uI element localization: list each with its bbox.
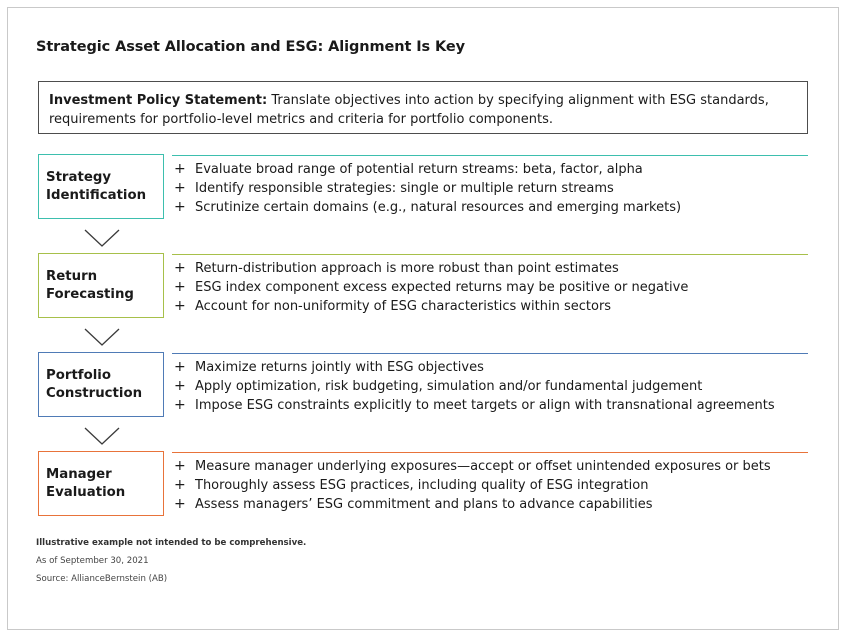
chevron-down-icon: [84, 229, 120, 247]
step-divider-line: [172, 155, 808, 156]
bullet-text: Account for non-uniformity of ESG charac…: [195, 299, 612, 314]
policy-statement-box: Investment Policy Statement: Translate o…: [38, 81, 808, 134]
policy-statement-text: Translate objectives into action by spec…: [49, 93, 769, 127]
bullet-text: Return-distribution approach is more rob…: [195, 261, 619, 276]
plus-icon: +: [174, 279, 186, 295]
bullet-text: Evaluate broad range of potential return…: [195, 162, 643, 177]
bullet-item: + Apply optimization, risk budgeting, sim…: [174, 377, 814, 396]
bullet-text: Measure manager underlying exposures—acc…: [195, 459, 771, 474]
plus-icon: +: [174, 199, 186, 215]
step-title-line1: Portfolio: [46, 368, 111, 383]
plus-icon: +: [174, 378, 186, 394]
step-title-line2: Forecasting: [46, 287, 134, 302]
plus-icon: +: [174, 180, 186, 196]
plus-icon: +: [174, 397, 186, 413]
step-bullet-list: + Return-distribution approach is more ro…: [174, 259, 814, 316]
plus-icon: +: [174, 477, 186, 493]
bullet-item: + Scrutinize certain domains (e.g., natur…: [174, 198, 814, 217]
bullet-item: + Return-distribution approach is more ro…: [174, 259, 814, 278]
chevron-down-icon: [84, 328, 120, 346]
bullet-item: + ESG index component excess expected ret…: [174, 278, 814, 297]
bullet-text: Thoroughly assess ESG practices, includi…: [195, 478, 649, 493]
figure-frame: [7, 7, 839, 630]
step-title-line1: Manager: [46, 467, 112, 482]
bullet-item: + Measure manager underlying exposures—ac…: [174, 457, 814, 476]
step-title-line1: Strategy: [46, 170, 112, 185]
policy-statement-label: Investment Policy Statement:: [49, 93, 268, 108]
step-title-line2: Evaluation: [46, 485, 126, 500]
plus-icon: +: [174, 496, 186, 512]
step-bullet-list: + Measure manager underlying exposures—ac…: [174, 457, 814, 514]
footnote-date: As of September 30, 2021: [36, 556, 149, 566]
bullet-text: ESG index component excess expected retu…: [195, 280, 689, 295]
bullet-text: Maximize returns jointly with ESG object…: [195, 360, 484, 375]
bullet-item: + Maximize returns jointly with ESG objec…: [174, 358, 814, 377]
bullet-item: + Impose ESG constraints explicitly to me…: [174, 396, 814, 415]
bullet-text: Assess managers’ ESG commitment and plan…: [195, 497, 653, 512]
plus-icon: +: [174, 458, 186, 474]
step-bullet-list: + Evaluate broad range of potential retur…: [174, 160, 814, 217]
plus-icon: +: [174, 298, 186, 314]
plus-icon: +: [174, 161, 186, 177]
plus-icon: +: [174, 359, 186, 375]
step-divider-line: [172, 452, 808, 453]
step-divider-line: [172, 254, 808, 255]
footnote-disclaimer: Illustrative example not intended to be …: [36, 538, 307, 548]
bullet-text: Scrutinize certain domains (e.g., natura…: [195, 200, 682, 215]
bullet-text: Apply optimization, risk budgeting, simu…: [195, 379, 703, 394]
step-title-line2: Identification: [46, 188, 147, 203]
plus-icon: +: [174, 260, 186, 276]
bullet-item: + Evaluate broad range of potential retur…: [174, 160, 814, 179]
bullet-item: + Identify responsible strategies: single…: [174, 179, 814, 198]
bullet-item: + Assess managers’ ESG commitment and pla…: [174, 495, 814, 514]
step-divider-line: [172, 353, 808, 354]
bullet-item: + Account for non-uniformity of ESG chara…: [174, 297, 814, 316]
footnote-source: Source: AllianceBernstein (AB): [36, 574, 168, 584]
step-title-line1: Return: [46, 269, 98, 284]
bullet-text: Impose ESG constraints explicitly to mee…: [195, 398, 775, 413]
figure-title: Strategic Asset Allocation and ESG: Alig…: [36, 39, 465, 55]
step-title-line2: Construction: [46, 386, 143, 401]
step-bullet-list: + Maximize returns jointly with ESG objec…: [174, 358, 814, 415]
chevron-down-icon: [84, 427, 120, 445]
bullet-item: + Thoroughly assess ESG practices, includ…: [174, 476, 814, 495]
bullet-text: Identify responsible strategies: single …: [195, 181, 614, 196]
